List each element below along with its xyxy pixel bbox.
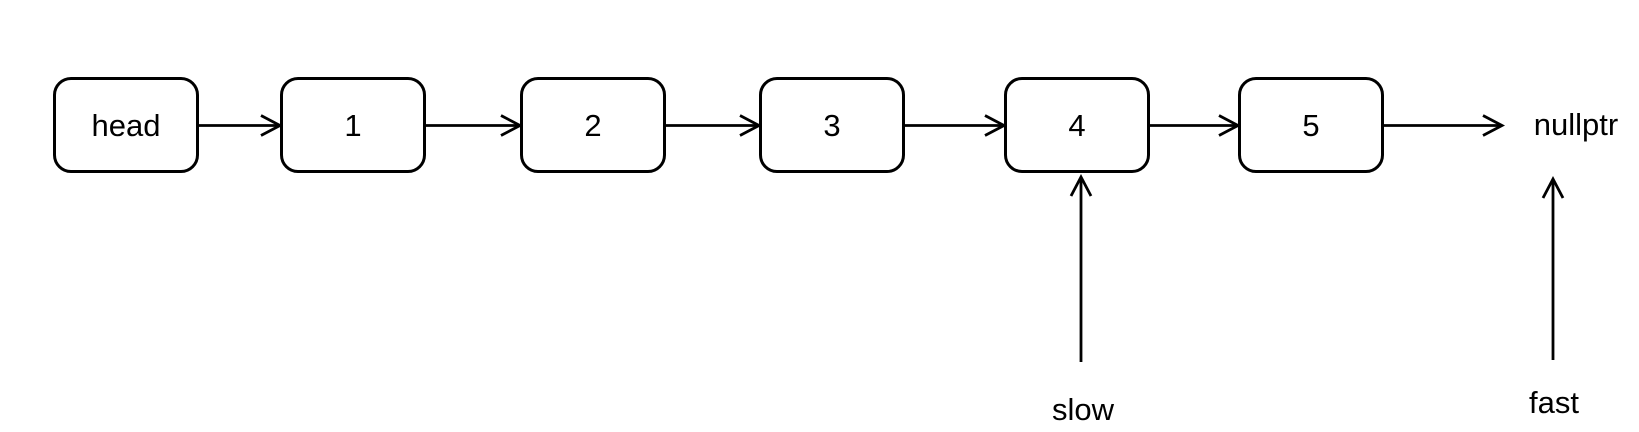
fast-pointer-label: fast [1529,385,1579,420]
nullptr-label: nullptr [1533,106,1619,142]
node-5-label: 5 [1302,107,1320,143]
node-4-label: 4 [1068,107,1086,143]
node-4: 4 [1004,77,1150,173]
node-5: 5 [1238,77,1384,173]
node-1-label: 1 [344,107,362,143]
node-3-label: 3 [823,107,841,143]
node-2: 2 [520,77,666,173]
node-1: 1 [280,77,426,173]
slow-pointer-label: slow [1051,392,1115,427]
node-2-label: 2 [584,107,602,143]
node-head-label: head [91,107,161,143]
node-3: 3 [759,77,905,173]
node-head: head [53,77,199,173]
